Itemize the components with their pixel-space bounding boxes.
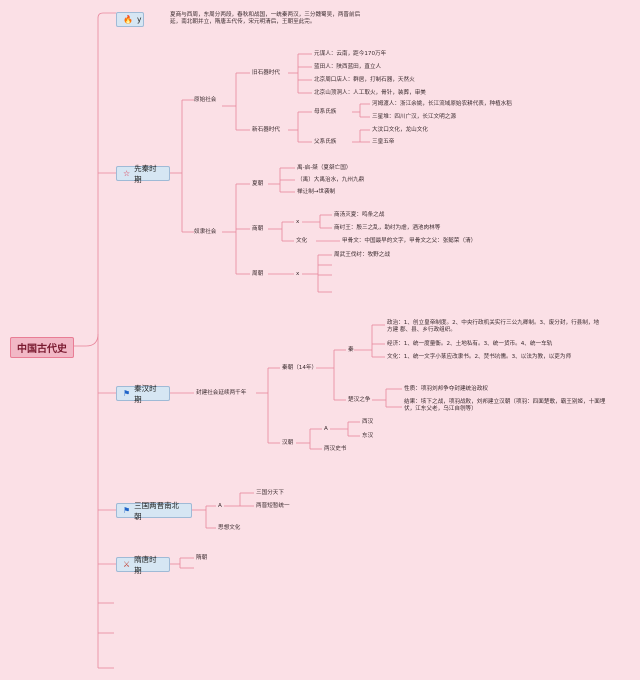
star-icon: ☆	[123, 168, 131, 178]
xia-node[interactable]: 夏朝	[252, 181, 264, 187]
flag-icon: ⚑	[123, 388, 131, 398]
sanguo-label: 三国两晋南北朝	[134, 500, 180, 521]
qin-node[interactable]: 秦朝（14年）	[282, 365, 318, 371]
muxi-item: 河姆渡人：浙江余姚，长江流域原始农耕代表，种植水稻	[372, 101, 512, 107]
han-shishu-node[interactable]: 两汉史书	[324, 446, 347, 452]
suitang-item: 隋朝	[196, 555, 208, 561]
wenhua-node[interactable]: 文化	[296, 238, 308, 244]
shang-item: 商汤灭夏：鸣条之战	[334, 212, 385, 218]
jiushiqi-node[interactable]: 旧石器时代	[252, 70, 280, 76]
han-node[interactable]: 汉朝	[282, 440, 294, 446]
shang-node[interactable]: 商朝	[252, 226, 264, 232]
muxi-item: 三星堆：四川广汉，长江文明之源	[372, 114, 456, 120]
muxi-node[interactable]: 母系氏族	[314, 109, 337, 115]
qinhan-node[interactable]: ⚑ 秦汉时期	[116, 384, 170, 404]
sanguo-item: 两晋短暂统一	[256, 503, 290, 509]
suitang-label: 隋唐时期	[134, 554, 157, 575]
jiushiqi-item: 蓝田人：陕西蓝田，直立人	[314, 64, 382, 70]
han-item: 西汉	[362, 419, 374, 425]
xia-item: 禅让制→世袭制	[297, 189, 336, 195]
flame-icon: 🔥	[123, 14, 133, 24]
zhou-node[interactable]: 周朝	[252, 271, 264, 277]
flag-icon: ⚑	[123, 505, 131, 515]
suitang-node[interactable]: ⚔ 隋唐时期	[116, 555, 170, 575]
xinshiqi-node[interactable]: 新石器时代	[252, 127, 280, 133]
qin-sub-node[interactable]: 秦	[348, 347, 354, 353]
summary-node[interactable]: 🔥 y	[116, 12, 144, 27]
jiushiqi-item: 北京周口店人：群居，打制石器，天然火	[314, 77, 415, 83]
fengjian-node[interactable]: 封建社会延续两千年	[196, 390, 247, 396]
chuhan-node[interactable]: 楚汉之争	[348, 397, 371, 403]
xianqin-label: 先秦时期	[134, 163, 157, 184]
root-node[interactable]: 中国古代史	[10, 337, 74, 358]
sanguo-item: 三国分天下	[256, 490, 284, 496]
fuxi-node[interactable]: 父系氏族	[314, 139, 337, 145]
zhou-item: 周武王伐纣：牧野之战	[334, 252, 390, 258]
sixiang-node[interactable]: 思想文化	[218, 525, 241, 531]
summary-text: 夏商与西周，东周分两段，春秋和战国，一统秦两汉，三分魏蜀吴，两晋前后延，南北朝并…	[170, 12, 361, 25]
qin-item: 文化：1、统一文字小篆应改隶书。2、焚书坑儒。3、以法为教，以吏为师	[387, 354, 572, 360]
xia-item: 禹-启-桀（夏桀亡国）	[297, 165, 352, 171]
shang-x-node[interactable]: x	[296, 219, 300, 225]
sword-icon: ⚔	[123, 559, 131, 569]
xianqin-node[interactable]: ☆ 先秦时期	[116, 164, 170, 184]
chuhan-item: 性质：项羽刘邦争夺封建统治政权	[404, 386, 488, 392]
xia-item: （禹）大禹治水，九州九鼎	[297, 177, 365, 183]
jiushiqi-item: 北京山顶洞人：人工取火，骨针，装葬，审美	[314, 90, 426, 96]
qin-item: 政治：1、创立皇帝制度。2、中央行政机关实行三公九卿制。3、废分封，行县制，地方…	[387, 320, 600, 333]
qin-item: 经济：1、统一度量衡。2、土地私有。3、统一货币。4、统一车轨	[387, 341, 553, 347]
qinhan-label: 秦汉时期	[134, 383, 157, 404]
han-a-node[interactable]: A	[324, 426, 328, 432]
han-item: 东汉	[362, 433, 374, 439]
summary-label: y	[136, 15, 142, 24]
chuhan-item: 结果：垓下之战，项羽战败，刘邦建立汉朝（项羽：四面楚歌，霸王别姬，十面埋伏，江东…	[404, 399, 606, 412]
sanguo-a-node[interactable]: A	[218, 503, 222, 509]
yuanshi-node[interactable]: 原始社会	[194, 97, 217, 103]
sanguo-node[interactable]: ⚑ 三国两晋南北朝	[116, 501, 192, 521]
wenhua-text: 甲骨文：中国最早的文字，甲骨文之父：张懿荣（清）	[342, 238, 477, 244]
fuxi-item: 大汶口文化，龙山文化	[372, 127, 428, 133]
shang-item: 商纣王：殷三之乱，助纣为虐，酒池肉林等	[334, 225, 441, 231]
jiushiqi-item: 元谋人：云南，距今170万年	[314, 51, 387, 57]
zhou-x-node[interactable]: x	[296, 271, 300, 277]
nuli-node[interactable]: 奴隶社会	[194, 229, 217, 235]
fuxi-item: 三皇五帝	[372, 139, 395, 145]
